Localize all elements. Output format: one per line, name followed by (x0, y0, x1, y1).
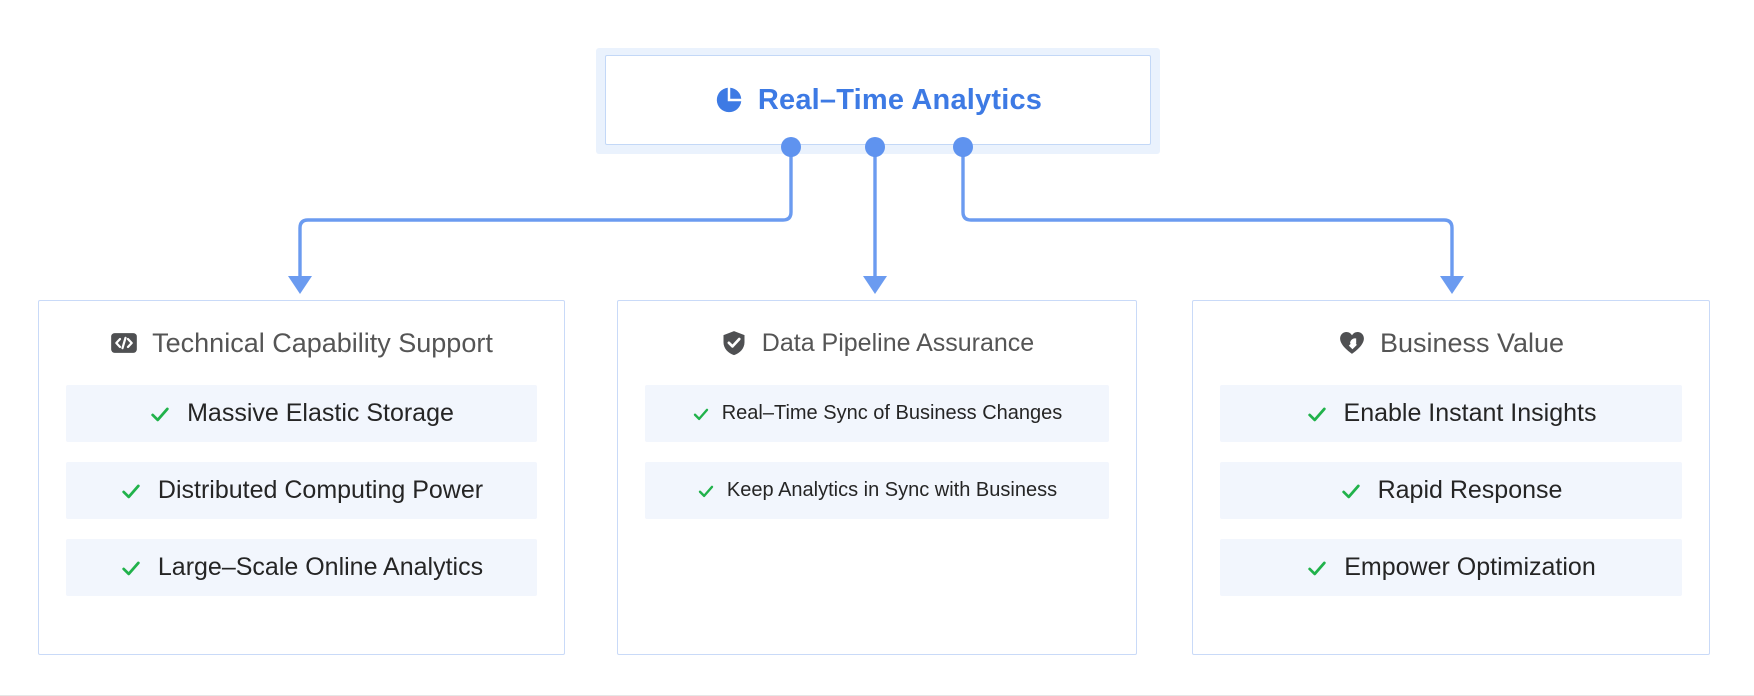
card-title: Data Pipeline Assurance (761, 328, 1035, 357)
list-item-label: Real–Time Sync of Business Changes (721, 402, 1063, 424)
arrowhead-middle (863, 276, 887, 294)
card-header: Data Pipeline Assurance (618, 301, 1136, 385)
check-icon (1341, 484, 1360, 498)
check-icon (151, 407, 169, 421)
item-list: Massive Elastic Storage Distributed Comp… (39, 385, 564, 596)
card-header: Business Value (1193, 301, 1709, 385)
check-icon (122, 561, 140, 575)
check-icon (693, 408, 708, 420)
list-item-label: Keep Analytics in Sync with Business (726, 479, 1058, 501)
list-item[interactable]: Empower Optimization (1220, 539, 1682, 596)
arrowhead-right (1440, 276, 1464, 294)
shield-check-icon (723, 331, 745, 356)
check-icon (122, 484, 140, 498)
list-item[interactable]: Keep Analytics in Sync with Business (645, 462, 1109, 519)
item-list: Real–Time Sync of Business Changes Keep … (618, 385, 1136, 519)
heart-pulse-icon (1340, 332, 1364, 354)
code-icon (111, 333, 137, 353)
list-item[interactable]: Rapid Response (1220, 462, 1682, 519)
list-item[interactable]: Distributed Computing Power (66, 462, 537, 519)
connector-dot-left (781, 137, 801, 157)
root-node-label: Real–Time Analytics (757, 83, 1043, 116)
connector-right (961, 148, 1454, 280)
list-item-label: Large–Scale Online Analytics (157, 553, 484, 581)
item-list: Enable Instant Insights Rapid Response E… (1193, 385, 1709, 596)
card-title: Business Value (1379, 327, 1565, 358)
check-icon (698, 485, 714, 497)
list-item-label: Massive Elastic Storage (187, 399, 454, 427)
list-item[interactable]: Real–Time Sync of Business Changes (645, 385, 1109, 442)
list-item[interactable]: Enable Instant Insights (1220, 385, 1682, 442)
list-item-label: Rapid Response (1377, 476, 1563, 504)
connector-left (298, 148, 793, 280)
root-node[interactable]: Real–Time Analytics (605, 55, 1151, 145)
card-technical-capability-support[interactable]: Technical Capability Support Massive Ela… (38, 300, 565, 655)
card-business-value[interactable]: Business Value Enable Instant Insights R… (1192, 300, 1710, 655)
list-item-label: Distributed Computing Power (157, 476, 484, 504)
check-icon (1308, 561, 1326, 575)
pie-chart-icon (716, 87, 742, 113)
arrowhead-left (288, 276, 312, 294)
card-data-pipeline-assurance[interactable]: Data Pipeline Assurance Real–Time Sync o… (617, 300, 1137, 655)
card-title: Technical Capability Support (152, 327, 493, 358)
list-item-label: Empower Optimization (1344, 553, 1596, 581)
connector-dot-right (953, 137, 973, 157)
check-icon (1307, 407, 1326, 421)
card-header: Technical Capability Support (39, 301, 564, 385)
list-item-label: Enable Instant Insights (1343, 399, 1597, 427)
list-item[interactable]: Large–Scale Online Analytics (66, 539, 537, 596)
connector-dot-middle (865, 137, 885, 157)
list-item[interactable]: Massive Elastic Storage (66, 385, 537, 442)
